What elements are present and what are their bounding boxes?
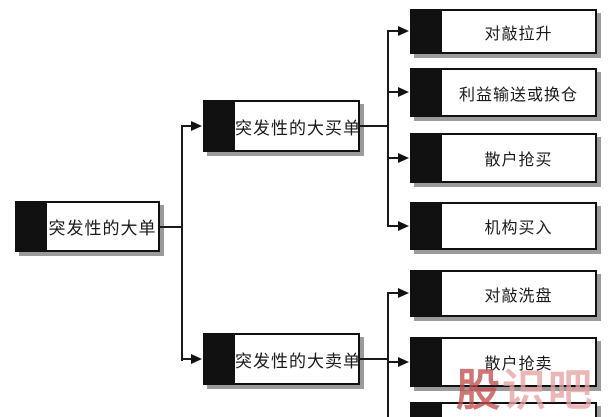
accent-block [412, 204, 442, 248]
leaf-wash-trade-pump: 对敲拉升 [410, 9, 597, 54]
leaf-partial-bottom [410, 402, 597, 417]
node-label: 散户抢买 [484, 150, 553, 169]
node-label: 突发性的大卖单 [235, 351, 361, 372]
node-sudden-large-sell-order: 突发性的大卖单 [203, 333, 360, 385]
accent-block [412, 11, 442, 52]
arrow-right-icon [398, 357, 409, 367]
arrow-right-icon [398, 26, 409, 36]
arrow-right-icon [398, 221, 409, 231]
leaf-benefit-transfer-or-position-swap: 利益输送或换仓 [410, 68, 597, 117]
connector-sell-vertical [387, 292, 389, 417]
connector-sell-out [358, 358, 388, 360]
accent-block [412, 339, 442, 385]
node-label [442, 404, 595, 417]
accent-block [412, 70, 442, 115]
connector-to-leaf-2 [387, 91, 400, 93]
leaf-retail-rush-sell: 散户抢卖 [410, 337, 597, 387]
accent-block [205, 102, 235, 150]
node-sudden-large-buy-order: 突发性的大买单 [203, 100, 360, 152]
leaf-institution-buy: 机构买入 [410, 202, 597, 250]
connector-buy-vertical [387, 30, 389, 227]
node-label: 对敲洗盘 [484, 285, 553, 305]
node-label: 利益输送或换仓 [458, 84, 578, 104]
arrow-right-icon [191, 121, 202, 131]
node-label: 对敲拉升 [484, 23, 553, 43]
node-label: 机构买入 [484, 218, 553, 237]
leaf-retail-rush-buy: 散户抢买 [410, 133, 597, 183]
accent-block [412, 272, 442, 315]
connector-main-vertical [181, 125, 183, 361]
connector-to-buy [181, 125, 193, 127]
node-label: 散户抢卖 [484, 354, 553, 373]
arrow-right-icon [398, 288, 409, 298]
connector-buy-out [358, 125, 388, 127]
connector-to-leaf-1 [387, 30, 400, 32]
leaf-wash-trade-shakeout: 对敲洗盘 [410, 270, 597, 317]
connector-to-leaf-5 [387, 292, 400, 294]
connector-to-sell [181, 358, 193, 360]
arrow-right-icon [398, 153, 409, 163]
connector-to-leaf-6 [387, 361, 400, 363]
accent-block [412, 404, 442, 417]
connector-root-out [160, 226, 182, 228]
connector-to-leaf-3 [387, 157, 400, 159]
accent-block [412, 135, 442, 181]
node-label: 突发性的大买单 [235, 118, 361, 139]
accent-block [17, 203, 47, 250]
node-label: 突发性的大单 [48, 219, 157, 239]
accent-block [205, 335, 235, 383]
node-sudden-large-order: 突发性的大单 [15, 201, 160, 252]
arrow-right-icon [398, 87, 409, 97]
arrow-right-icon [191, 354, 202, 364]
connector-to-leaf-4 [387, 225, 400, 227]
